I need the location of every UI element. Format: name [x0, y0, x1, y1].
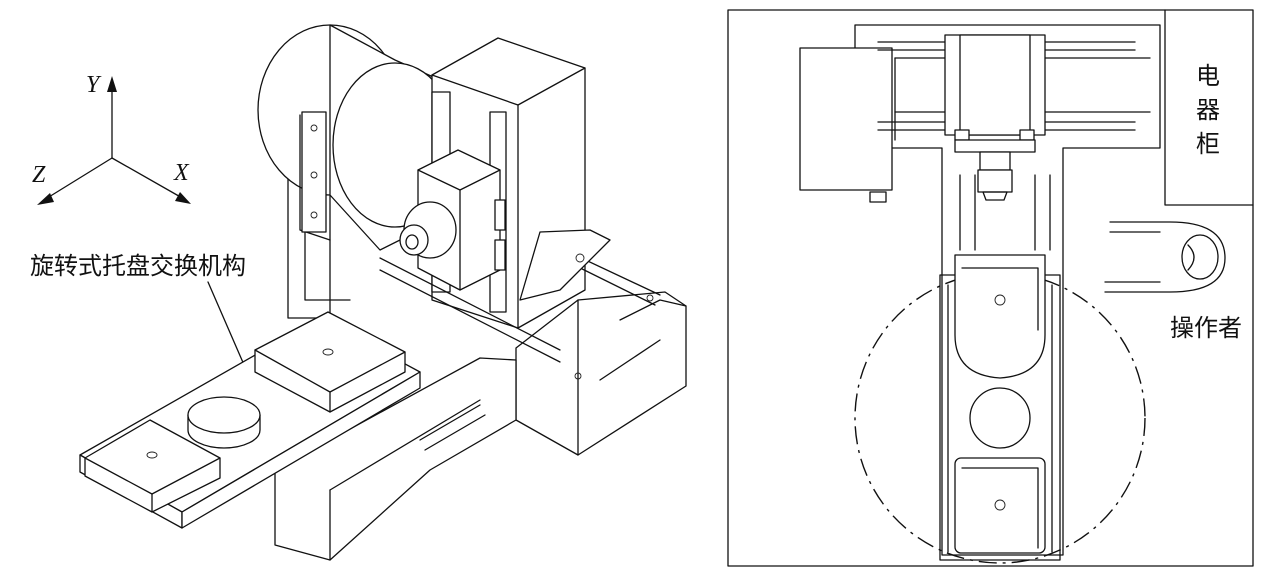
callout-label: 旋转式托盘交换机构	[30, 252, 246, 280]
z-arrow-icon	[37, 193, 54, 205]
spindle-drum	[257, 24, 458, 251]
guide-rails	[379, 229, 661, 451]
right-plan-view: 电 器 柜	[727, 9, 1254, 567]
motor-box	[799, 47, 893, 191]
axis-z-label: Z	[32, 162, 46, 188]
axis-x-label: X	[173, 160, 190, 186]
plan-boundary	[727, 9, 1254, 567]
axis-triad: Y Z X	[32, 72, 191, 205]
machine-base	[274, 119, 687, 561]
cabinet-label-2: 器	[1196, 96, 1220, 124]
operator-figure	[1104, 221, 1226, 293]
electrical-cabinet	[1164, 9, 1254, 206]
operator-label: 操作者	[1170, 314, 1242, 342]
pallet-arm-plan	[939, 254, 1061, 561]
rotary-pallet-table	[79, 311, 421, 529]
cabinet-label-3: 柜	[1196, 130, 1220, 158]
x-arrow-icon	[175, 192, 191, 204]
axis-y-label: Y	[86, 72, 102, 98]
cabinet-label-1: 电	[1196, 62, 1220, 90]
left-isometric-view: Y Z X 旋转式托盘交换机构	[30, 24, 687, 561]
inner-rails	[959, 174, 1051, 251]
y-arrow-icon	[107, 76, 117, 92]
carriage-top	[944, 34, 1046, 201]
rotation-circle	[854, 272, 1146, 564]
